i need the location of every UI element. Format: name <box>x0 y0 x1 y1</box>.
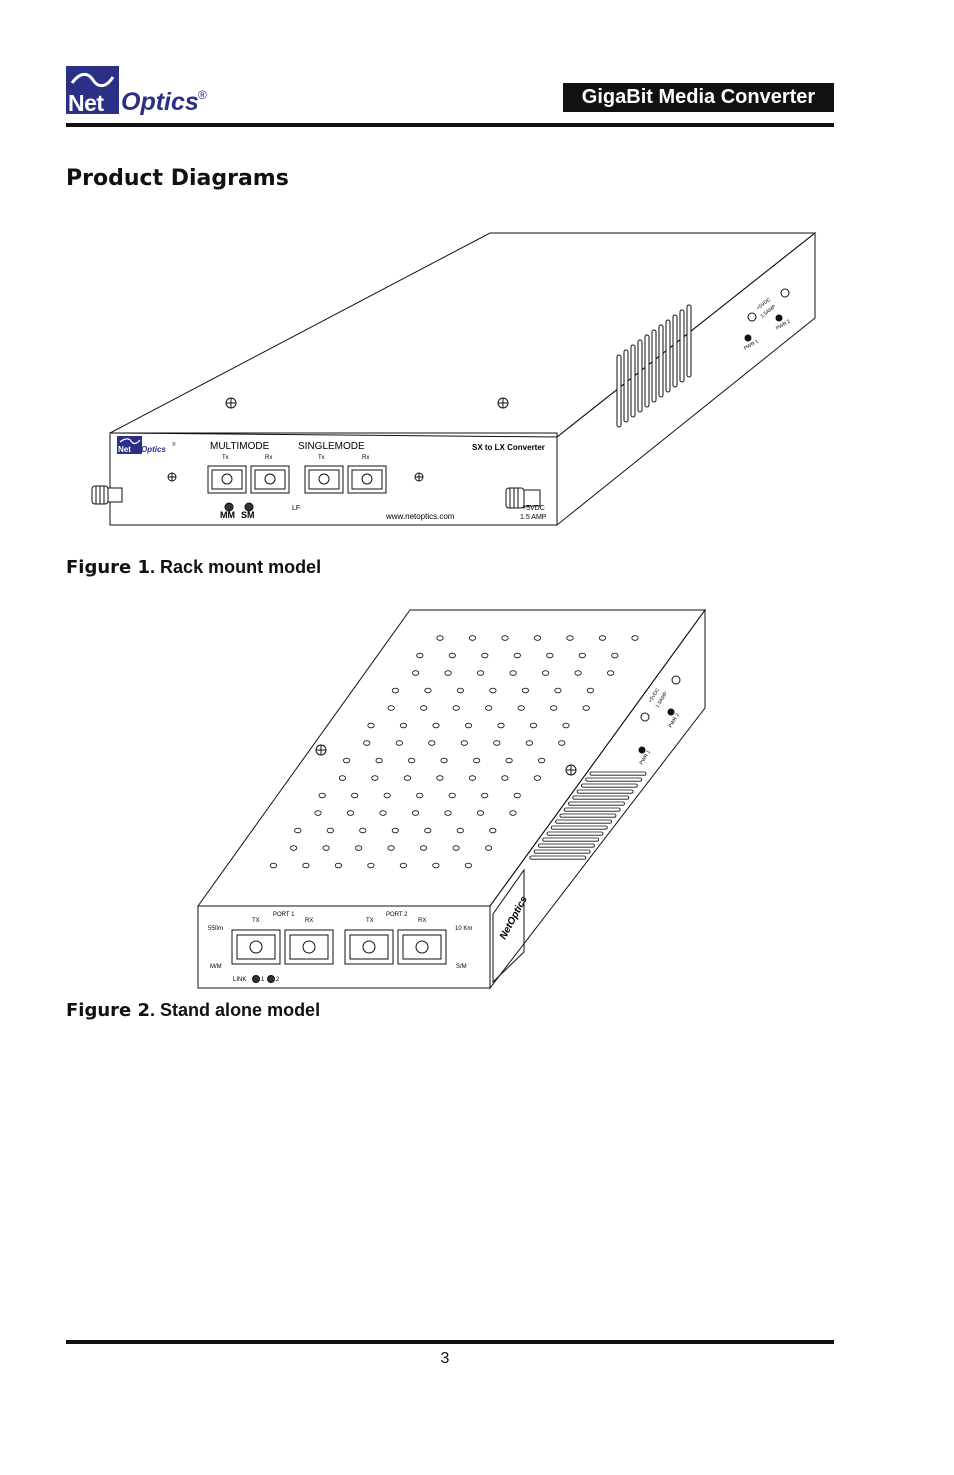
panel-logo-reg: ® <box>172 441 176 448</box>
lf-label: LF <box>292 505 300 512</box>
page-number: 3 <box>440 1350 450 1367</box>
standalone-front-panel <box>197 905 491 989</box>
rack-side-face <box>556 231 816 527</box>
port-label-tx2: Tx <box>318 455 325 461</box>
link1-label: 1 <box>261 977 265 983</box>
rack-front-panel <box>109 432 558 526</box>
website-url: www.netoptics.com <box>385 512 455 521</box>
singlemode-distance: 10 Km <box>455 926 472 932</box>
power-amp-label: 1.5 AMP <box>520 514 547 521</box>
side-logo-text: NetOptics <box>498 894 530 941</box>
side-vent-slots <box>529 771 647 860</box>
figure1-label: Figure 1 <box>66 557 151 578</box>
link2-label: 2 <box>276 977 280 983</box>
standalone-fiber-ports <box>231 929 447 965</box>
rack-top-face <box>109 232 817 438</box>
header-rule <box>66 123 834 127</box>
panel-logo-optics: Optics <box>141 445 166 454</box>
page-title: Product Diagrams <box>66 166 289 191</box>
figure1-caption: Figure 1. Rack mount model <box>66 557 321 578</box>
mm-led-label: MM <box>220 510 235 520</box>
link-label: LINK <box>233 977 246 983</box>
figure1-text: . Rack mount model <box>150 557 322 577</box>
rear-power-jack-2 <box>780 288 790 298</box>
sm-led-label: SM <box>241 510 255 520</box>
port-label-rx2: Rx <box>362 455 369 461</box>
port-label-rx1: Rx <box>265 455 272 461</box>
link1-led-icon <box>252 975 260 983</box>
sm-led-icon <box>244 502 254 512</box>
logo-optics-text: Optics <box>121 88 199 116</box>
port2-label: PORT 2 <box>386 912 408 918</box>
port1-tx-label: TX <box>252 918 260 924</box>
logo-wave-icon <box>66 66 119 114</box>
side-logo-panel <box>492 868 525 984</box>
rear-pwr1-label: PWR 1 <box>743 339 760 352</box>
figure2-text: . Stand alone model <box>150 1000 321 1020</box>
top-vent-holes <box>269 635 639 869</box>
port2-tx-label: TX <box>366 918 374 924</box>
port1-rx-label: RX <box>305 918 313 924</box>
mm-label: M/M <box>210 964 222 970</box>
model-label: SX to LX Converter <box>472 443 545 452</box>
standalone-diagram: +5VDC 1.5AMP PWR 1 PWR 2 NetOptics PORT … <box>197 608 706 990</box>
multimode-label: MULTIMODE <box>210 441 270 452</box>
port-label-tx1: Tx <box>222 455 229 461</box>
rack-vents <box>616 304 692 428</box>
port2-rx-label: RX <box>418 918 426 924</box>
rear-power-jack-1 <box>747 312 757 322</box>
figure2-label: Figure 2 <box>66 1000 151 1021</box>
logo-registered-mark: ® <box>198 88 207 102</box>
sm-label: S/M <box>456 964 467 970</box>
link2-led-icon <box>267 975 275 983</box>
multimode-distance: 550m <box>208 926 223 932</box>
power-voltage-label: +5VDC <box>522 505 545 512</box>
rack-fiber-ports <box>207 465 387 494</box>
rack-mount-diagram: +5VDC 1.5AMP PWR 1 PWR 2 Net Optics ® MU… <box>91 231 817 527</box>
port1-label: PORT 1 <box>273 912 295 918</box>
mm-led-icon <box>224 502 234 512</box>
header-title: GigaBit Media Converter <box>563 83 834 112</box>
thumb-screw-icon <box>91 485 541 509</box>
panel-logo-net: Net <box>118 445 131 454</box>
logo-net-text: Net <box>68 90 104 116</box>
singlemode-label: SINGLEMODE <box>298 441 365 452</box>
figure2-caption: Figure 2. Stand alone model <box>66 1000 320 1021</box>
footer-rule <box>66 1340 834 1344</box>
